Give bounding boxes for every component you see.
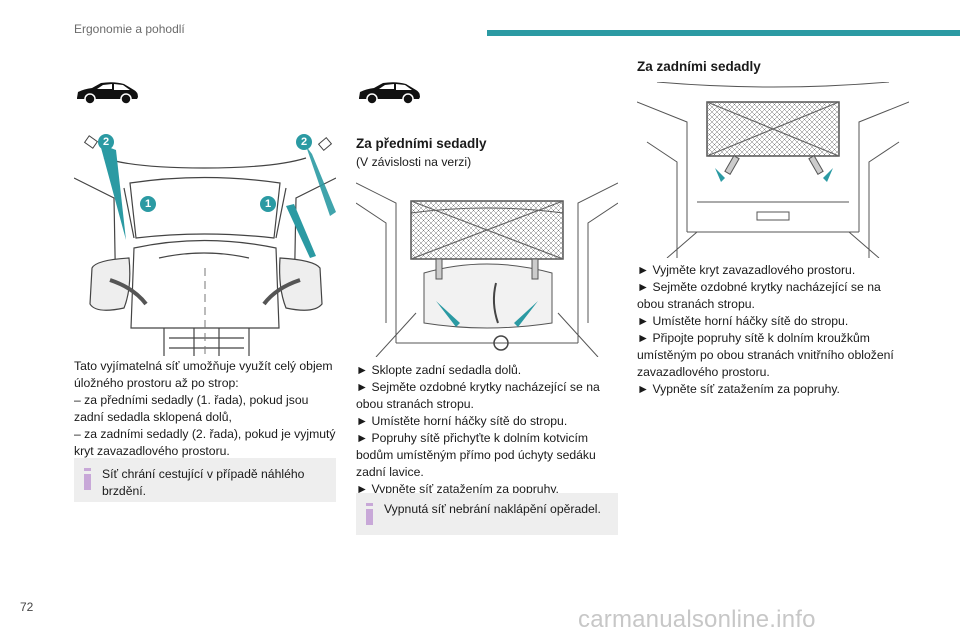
intro-line: – za zadními sedadly (2. řada), pokud je…: [74, 427, 336, 441]
step-line: ► Vypněte síť zatažením za popruhy.: [356, 482, 559, 496]
intro-line: kryt zavazadlového prostoru.: [74, 444, 230, 458]
callout-1-right: 1: [260, 196, 276, 212]
step-line: ► Popruhy sítě přichyťte k dolním kotvic…: [356, 431, 589, 445]
step-line: umístěným po obou stranách vnitřního obl…: [637, 348, 894, 362]
callout-2-left: 2: [98, 134, 114, 150]
step-line: ► Umístěte horní háčky sítě do stropu.: [637, 314, 849, 328]
step-line: ► Vypněte síť zatažením za popruhy.: [637, 382, 840, 396]
step-line: zadní lavice.: [356, 465, 424, 479]
note-line: Síť chrání cestující v případě náhlého: [102, 467, 305, 481]
info-icon: [84, 468, 91, 490]
intro-paragraph: Tato vyjímatelná síť umožňuje využít cel…: [74, 358, 342, 460]
intro-line: zadní sedadla sklopená dolů,: [74, 410, 232, 424]
suv-car-icon: [356, 80, 422, 106]
note-line: Vypnutá síť nebrání naklápění opěradel.: [384, 502, 601, 516]
suv-car-icon: [74, 80, 140, 106]
version-note: (V závislosti na verzi): [356, 155, 472, 169]
watermark: carmanualsonline.info: [578, 606, 816, 633]
intro-line: Tato vyjímatelná síť umožňuje využít cel…: [74, 359, 333, 373]
step-line: ► Připojte popruhy sítě k dolním kroužků…: [637, 331, 870, 345]
front-steps: ► Sklopte zadní sedadla dolů. ► Sejměte …: [356, 362, 626, 498]
step-line: obou stranách stropu.: [637, 297, 755, 311]
step-line: ► Sejměte ozdobné krytky nacházející se …: [356, 380, 600, 394]
info-note-1: Síť chrání cestující v případě náhlého b…: [74, 458, 336, 502]
step-line: ► Sejměte ozdobné krytky nacházející se …: [637, 280, 881, 294]
intro-line: úložného prostoru až po strop:: [74, 376, 239, 390]
step-line: ► Vyjměte kryt zavazadlového prostoru.: [637, 263, 856, 277]
step-line: ► Umístěte horní háčky sítě do stropu.: [356, 414, 568, 428]
note-line: brzdění.: [102, 484, 147, 498]
callout-2-right: 2: [296, 134, 312, 150]
header-accent-bar: [487, 30, 960, 36]
step-line: zavazadlového prostoru.: [637, 365, 770, 379]
step-line: obou stranách stropu.: [356, 397, 474, 411]
rear-net-illustration: [637, 82, 909, 258]
page-number: 72: [20, 600, 34, 614]
rear-interior-illustration: 2 2 1 1: [74, 128, 336, 356]
section-header: Ergonomie a pohodlí: [74, 22, 185, 36]
callout-1-left: 1: [140, 196, 156, 212]
info-note-2: Vypnutá síť nebrání naklápění opěradel.: [356, 493, 618, 535]
info-icon: [366, 503, 373, 525]
front-net-illustration: [356, 173, 618, 357]
rear-steps: ► Vyjměte kryt zavazadlového prostoru. ►…: [637, 262, 917, 398]
step-line: ► Sklopte zadní sedadla dolů.: [356, 363, 522, 377]
intro-line: – za předními sedadly (1. řada), pokud j…: [74, 393, 309, 407]
section-title-front: Za předními sedadly: [356, 136, 487, 151]
section-title-rear: Za zadními sedadly: [637, 59, 761, 74]
step-line: bodům umístěným přímo pod úchyty sedáku: [356, 448, 596, 462]
